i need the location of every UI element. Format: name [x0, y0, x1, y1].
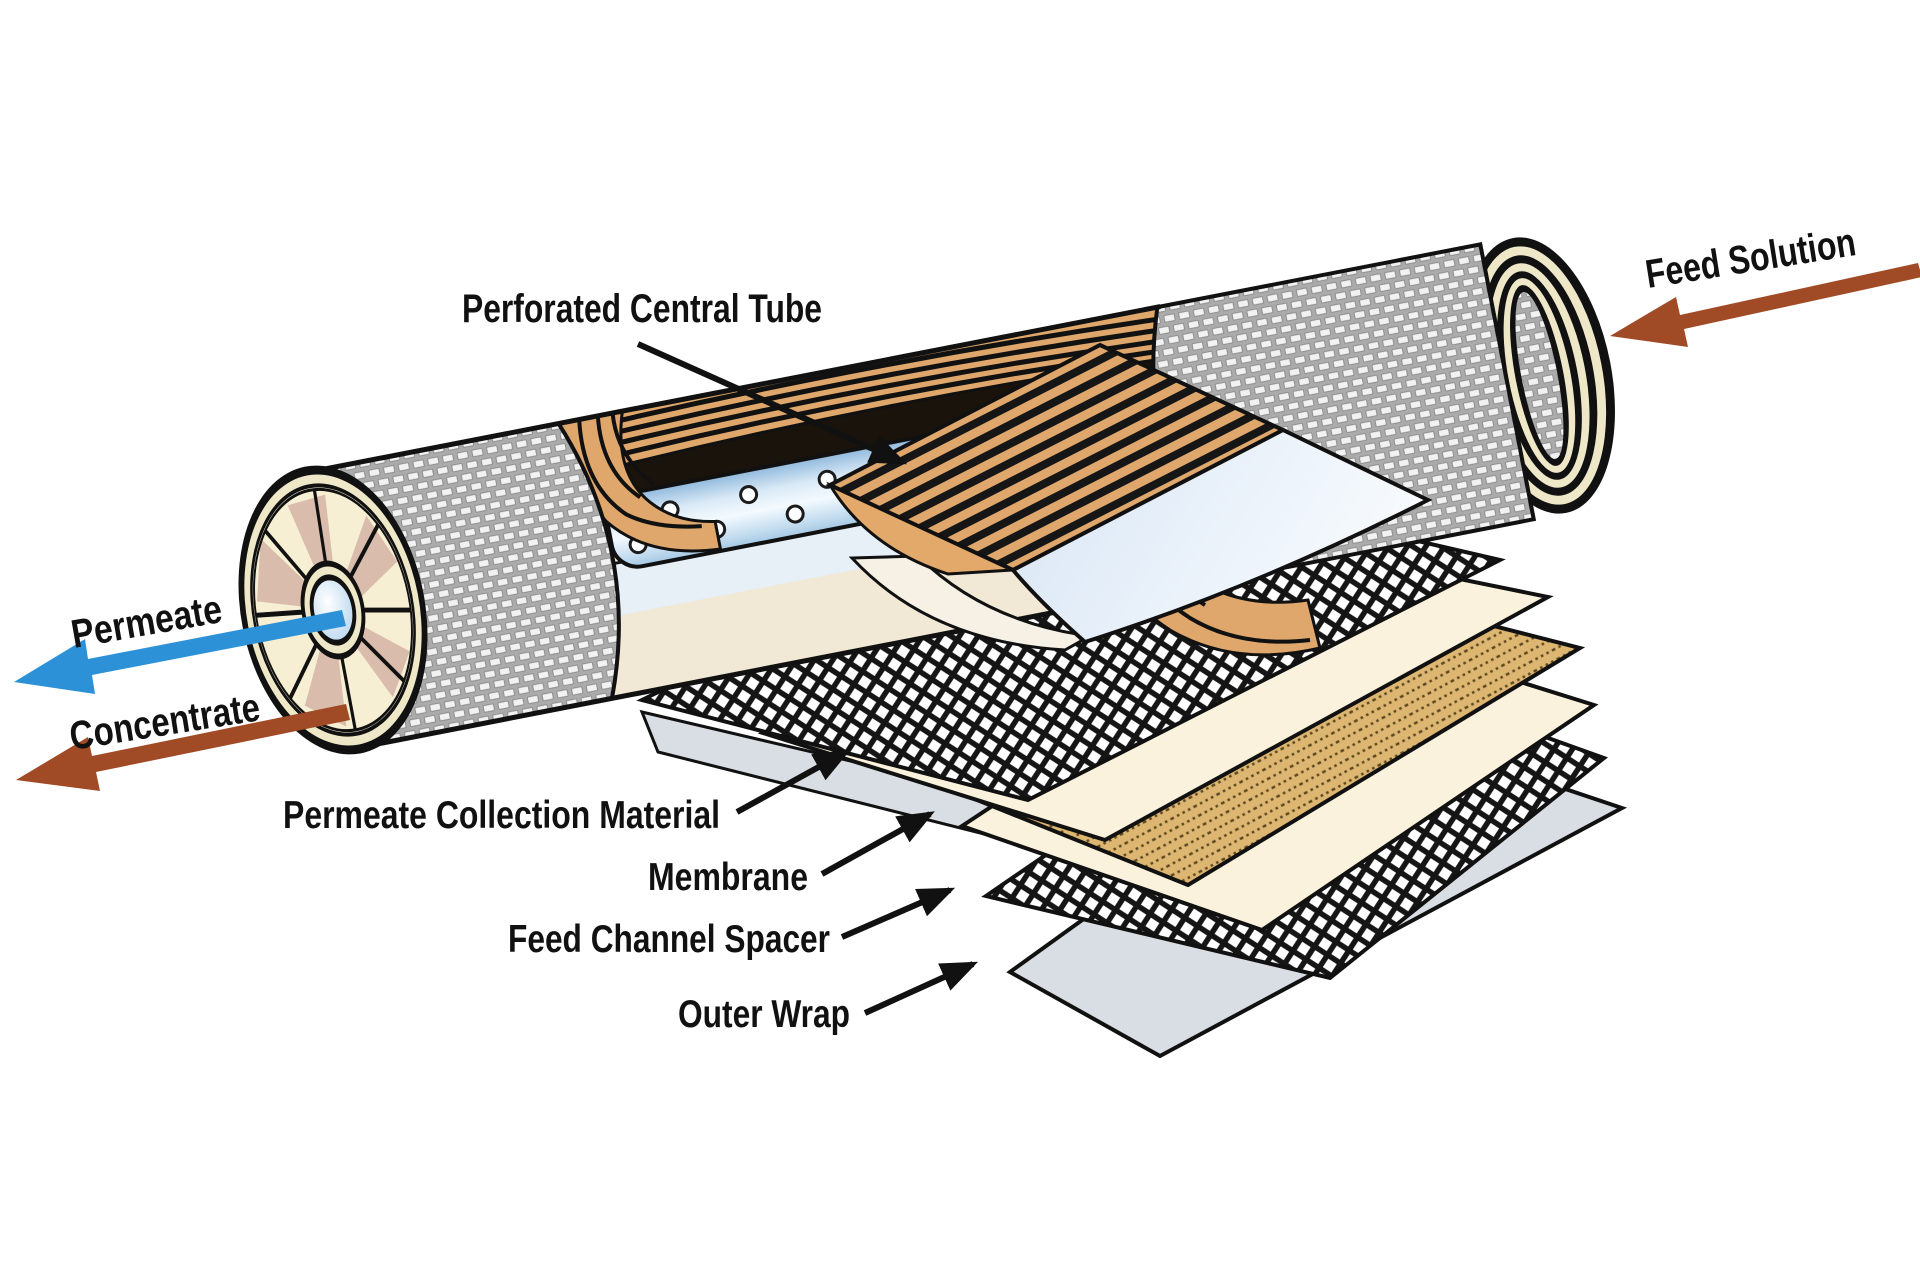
leader-feed-channel-spacer — [840, 887, 956, 940]
peeling-layer-block — [825, 342, 1433, 657]
leader-arrows — [636, 341, 979, 1016]
label-outer-wrap: Outer Wrap — [678, 993, 850, 1036]
label-perforated-central-tube: Perforated Central Tube — [462, 287, 822, 331]
inner-sheet-curve — [848, 554, 1095, 652]
label-feed-channel-spacer: Feed Channel Spacer — [508, 918, 830, 961]
leader-permeate-collection-material — [735, 749, 851, 815]
leader-membrane — [820, 811, 935, 877]
leader-perforated-central-tube — [636, 341, 908, 465]
label-membrane: Membrane — [648, 856, 808, 899]
left-end-cap — [238, 465, 428, 755]
feed-solution-arrow — [1610, 263, 1920, 347]
envelope-top-sheet — [1009, 427, 1433, 645]
leader-outer-wrap — [863, 961, 979, 1016]
concentrate-arrow — [16, 704, 350, 791]
permeate-arrow — [14, 610, 346, 694]
cap-spokes — [255, 489, 412, 731]
label-permeate-collection-material: Permeate Collection Material — [283, 794, 720, 837]
